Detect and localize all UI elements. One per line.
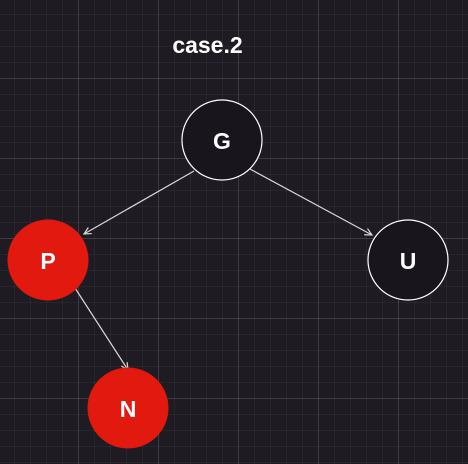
edges-layer — [74, 168, 374, 372]
node-u-label: U — [400, 248, 417, 274]
node-n: N — [87, 367, 169, 449]
node-p: P — [7, 219, 89, 301]
node-p-label: P — [40, 248, 55, 274]
node-g: G — [181, 99, 263, 181]
node-g-label: G — [213, 128, 231, 154]
edge-g-u-arrow — [249, 168, 374, 236]
node-n-label: N — [120, 396, 137, 422]
node-u-circle — [367, 219, 449, 301]
edge-p-n-arrow — [74, 287, 129, 372]
node-p-circle — [7, 219, 89, 301]
node-u: U — [367, 219, 449, 301]
diagram-title: case.2 — [172, 32, 243, 58]
node-g-circle — [181, 99, 263, 181]
node-n-circle — [87, 367, 169, 449]
nodes-layer: G P U N — [7, 99, 449, 449]
edge-g-p-arrow — [82, 170, 195, 235]
